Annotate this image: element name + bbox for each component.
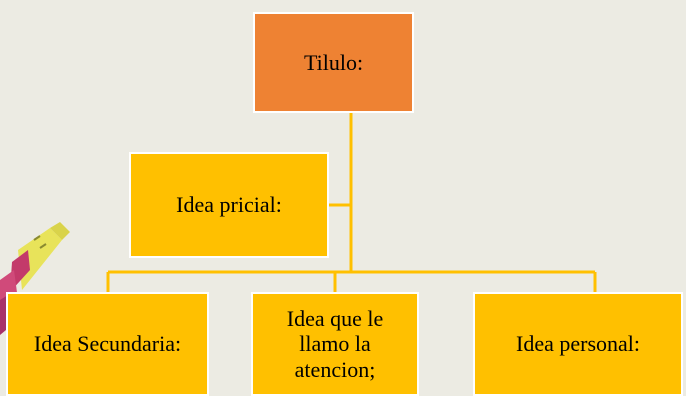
secondary-idea-node-label: Idea Secundaria: — [33, 331, 182, 357]
diagram-canvas — [0, 113, 597, 335]
colored-pencil-icon — [0, 222, 70, 335]
personal-idea-node-label: Idea personal: — [516, 331, 640, 357]
title-node: Tilulo: — [253, 12, 414, 113]
attention-idea-node: Idea que le llamo la atencion; — [251, 292, 419, 396]
title-node-label: Tilulo: — [303, 49, 364, 75]
personal-idea-node: Idea personal: — [473, 292, 683, 396]
attention-idea-node-label: Idea que le llamo la atencion; — [286, 306, 384, 382]
secondary-idea-node: Idea Secundaria: — [6, 292, 209, 396]
main-idea-node: Idea pricial: — [129, 152, 329, 258]
main-idea-node-label: Idea pricial: — [176, 192, 282, 218]
